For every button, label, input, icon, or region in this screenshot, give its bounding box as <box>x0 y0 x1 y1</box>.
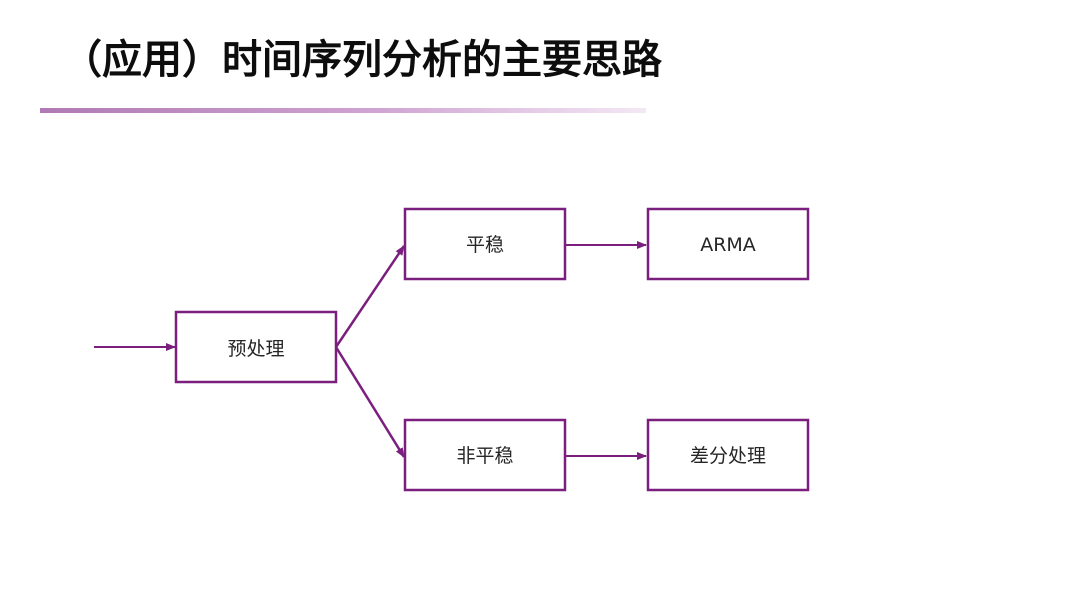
node-stationary-label: 平稳 <box>466 234 504 256</box>
title-underline <box>40 108 646 113</box>
node-arma: ARMA <box>646 207 810 281</box>
node-preprocess-label: 预处理 <box>227 338 284 360</box>
node-nonstationary: 非平稳 <box>403 418 567 492</box>
slide-title: （应用）时间序列分析的主要思路 <box>62 37 662 83</box>
branch-arrow-nonstationary <box>334 346 406 458</box>
node-differencing: 差分处理 <box>646 418 810 492</box>
node-stationary: 平稳 <box>403 207 567 281</box>
node-preprocess: 预处理 <box>174 310 338 384</box>
node-differencing-label: 差分处理 <box>690 445 766 467</box>
branch-arrow-stationary <box>334 245 406 348</box>
node-arma-label: ARMA <box>700 234 756 256</box>
node-nonstationary-label: 非平稳 <box>456 445 513 467</box>
